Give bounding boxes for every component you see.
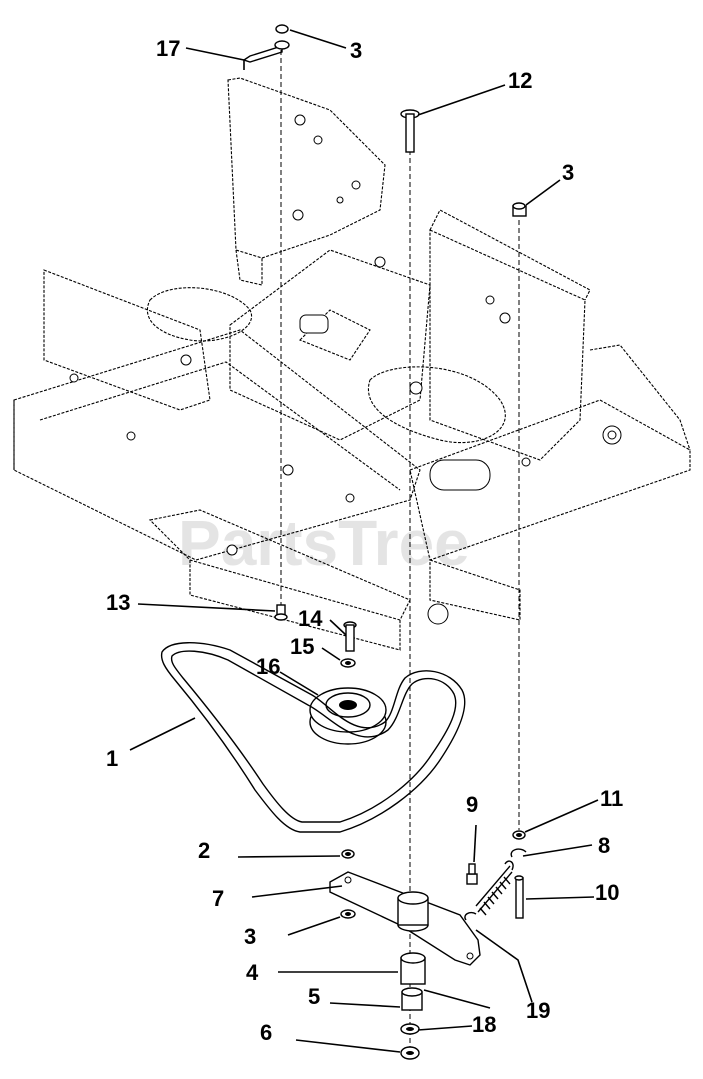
nut-2 <box>341 849 355 859</box>
spring <box>464 860 514 921</box>
callout-17: 17 <box>156 36 180 61</box>
callout-5: 5 <box>308 984 320 1009</box>
nut-3-right <box>512 202 527 217</box>
callout-3-arm: 3 <box>244 924 256 949</box>
callout-2: 2 <box>198 838 210 863</box>
callout-15: 15 <box>290 634 314 659</box>
nut-3-arm <box>340 909 356 919</box>
washer-18 <box>400 1023 420 1035</box>
callout-13: 13 <box>106 590 130 615</box>
callout-1: 1 <box>106 746 118 771</box>
bushing-19 <box>397 891 429 932</box>
nut-3-top <box>274 24 290 50</box>
screw-9 <box>466 863 478 885</box>
bolt-12 <box>400 109 420 153</box>
tractor-frame <box>13 77 691 651</box>
callout-12: 12 <box>508 68 532 93</box>
callout-3-top: 3 <box>350 38 362 63</box>
callout-labels: 17 3 12 3 13 14 15 16 1 9 11 8 2 7 10 3 … <box>106 36 623 1045</box>
callout-6: 6 <box>260 1020 272 1045</box>
callout-19: 19 <box>526 998 550 1023</box>
nut-11 <box>512 830 526 840</box>
callout-4: 4 <box>246 960 259 985</box>
screw-13 <box>274 604 288 621</box>
callout-9: 9 <box>466 792 478 817</box>
alignment-axes <box>280 50 520 1050</box>
clip-8 <box>510 848 527 858</box>
callout-16: 16 <box>256 654 280 679</box>
drive-belt-1 <box>160 642 466 833</box>
bolt-17 <box>242 45 283 63</box>
callout-11: 11 <box>600 786 623 811</box>
nut-6 <box>400 1046 420 1060</box>
callout-10: 10 <box>595 880 619 905</box>
callout-7: 7 <box>212 886 224 911</box>
leader-lines <box>129 29 599 1053</box>
callout-18: 18 <box>472 1012 496 1037</box>
bolt-14 <box>343 621 357 652</box>
watermark: PartsTree <box>178 507 470 579</box>
bushing-5 <box>401 987 423 1011</box>
callout-8: 8 <box>598 833 610 858</box>
callout-14: 14 <box>298 606 323 631</box>
washer-15 <box>340 658 356 668</box>
bolt-10 <box>514 875 524 919</box>
callout-3-right: 3 <box>562 160 574 185</box>
spacer-4 <box>400 952 426 985</box>
